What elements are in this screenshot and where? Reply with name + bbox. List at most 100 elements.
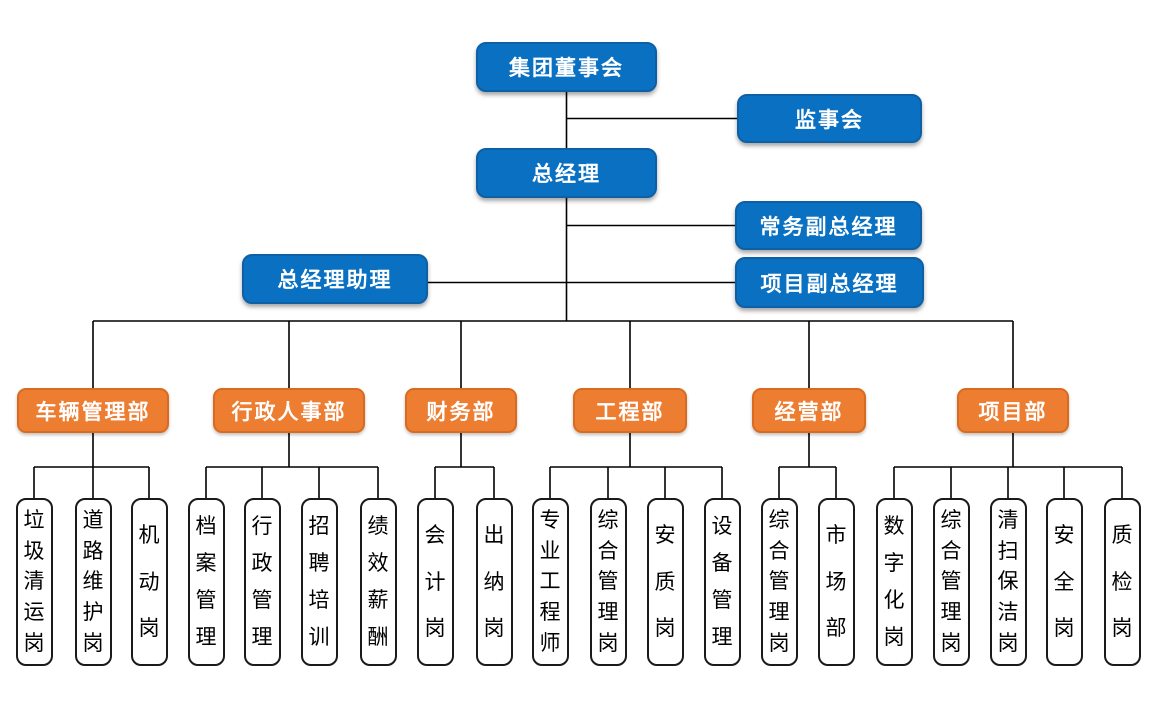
position-node-char: 质 [654,570,676,594]
position-node-char: 管 [711,589,733,612]
position-node: 安全岗 [1045,498,1083,666]
position-node: 综合管理岗 [589,498,627,666]
position-node-char: 市 [825,524,847,548]
position-node-char: 案 [195,552,217,575]
position-node: 市场部 [817,498,855,666]
dept-node-finance-dept: 财务部 [405,388,517,433]
position-node-char: 部 [825,616,847,640]
position-node-char: 清 [23,570,45,594]
exec-node-executive-deputy-general-manager: 常务副总经理 [735,201,922,250]
position-node-char: 安 [1053,524,1075,548]
exec-node-label: 常务副总经理 [759,215,898,239]
position-node-char: 管 [251,589,273,612]
position-node-char: 综 [597,508,619,532]
position-node-char: 数 [883,515,905,538]
position-node-char: 理 [940,601,962,625]
position-node-char: 政 [251,552,273,575]
position-node-char: 业 [539,539,561,563]
position-node: 机动岗 [130,498,168,666]
position-node-char: 扫 [997,539,1019,563]
dept-node-label: 工程部 [595,400,665,424]
dept-node-label: 项目部 [978,400,1048,424]
position-node-char: 程 [539,601,561,625]
position-node-char: 化 [883,589,905,612]
position-node-char: 综 [940,508,962,532]
exec-node-label: 总经理助理 [277,269,393,292]
exec-node-general-manager: 总经理 [476,148,657,198]
position-node: 综合管理岗 [760,498,798,666]
position-node-char: 岗 [424,616,446,640]
position-node-char: 垃 [23,508,45,532]
dept-node-vehicle-management-dept: 车辆管理部 [17,388,169,433]
exec-node-general-manager-assistant: 总经理助理 [242,254,428,304]
position-node-char: 岗 [654,616,676,640]
position-node-char: 护 [82,601,104,625]
position-node-char: 师 [539,632,561,656]
position-node-char: 洁 [997,601,1019,625]
position-node-char: 薪 [367,589,389,612]
position-node: 安质岗 [646,498,684,666]
position-node-char: 岗 [768,632,790,656]
position-node-char: 道 [82,508,104,532]
position-node: 道路维护岗 [74,498,112,666]
position-node-char: 动 [138,570,160,594]
exec-node-label: 项目副总经理 [760,272,899,296]
exec-node-supervisory-board: 监事会 [737,94,922,143]
position-node-char: 工 [539,570,561,594]
position-node-char: 字 [883,552,905,575]
position-node: 会计岗 [416,498,454,666]
position-node: 质检岗 [1103,498,1141,666]
position-node-char: 管 [768,570,790,594]
exec-node-project-deputy-general-manager: 项目副总经理 [735,257,924,308]
position-node: 招聘培训 [300,498,338,666]
position-node-char: 招 [308,515,330,538]
position-node-char: 管 [195,589,217,612]
position-node: 绩效薪酬 [359,498,397,666]
dept-node-engineering-dept: 工程部 [573,388,687,433]
position-node-char: 圾 [23,539,45,563]
position-node-char: 专 [539,508,561,532]
position-node-char: 质 [1111,524,1133,548]
position-node-char: 机 [138,524,160,548]
position-node-char: 管 [597,570,619,594]
position-node-char: 全 [1053,570,1075,594]
dept-node-operations-dept: 经营部 [752,388,866,433]
position-node-char: 管 [940,570,962,594]
position-node: 行政管理 [243,498,281,666]
dept-node-label: 财务部 [426,400,496,424]
exec-node-label: 监事会 [795,108,864,132]
position-node-char: 岗 [997,632,1019,656]
position-node-char: 设 [711,515,733,538]
position-node: 垃圾清运岗 [15,498,53,666]
position-node-char: 绩 [367,515,389,538]
position-node-char: 效 [367,552,389,575]
position-node-char: 岗 [940,632,962,656]
position-node-char: 计 [424,570,446,594]
position-node-char: 出 [483,524,505,548]
position-node-char: 岗 [883,626,905,649]
exec-node-label: 总经理 [532,163,601,186]
position-node-char: 清 [997,508,1019,532]
position-node-char: 岗 [23,632,45,656]
position-node-char: 岗 [82,632,104,656]
position-node-char: 岗 [483,616,505,640]
position-node-char: 合 [768,539,790,563]
position-node: 设备管理 [703,498,741,666]
position-node-char: 维 [82,570,104,594]
position-node: 档案管理 [187,498,225,666]
position-node-char: 行 [251,515,273,538]
position-node-char: 路 [82,539,104,563]
position-node-char: 合 [597,539,619,563]
dept-node-label: 行政人事部 [231,400,347,424]
position-node: 清扫保洁岗 [989,498,1027,666]
position-node-char: 运 [23,601,45,625]
position-node-char: 档 [195,515,217,538]
position-node-char: 岗 [1053,616,1075,640]
position-node-char: 理 [195,626,217,649]
position-node-char: 纳 [483,570,505,594]
position-node-char: 训 [308,626,330,649]
position-node: 综合管理岗 [932,498,970,666]
dept-node-admin-hr-dept: 行政人事部 [213,388,365,433]
